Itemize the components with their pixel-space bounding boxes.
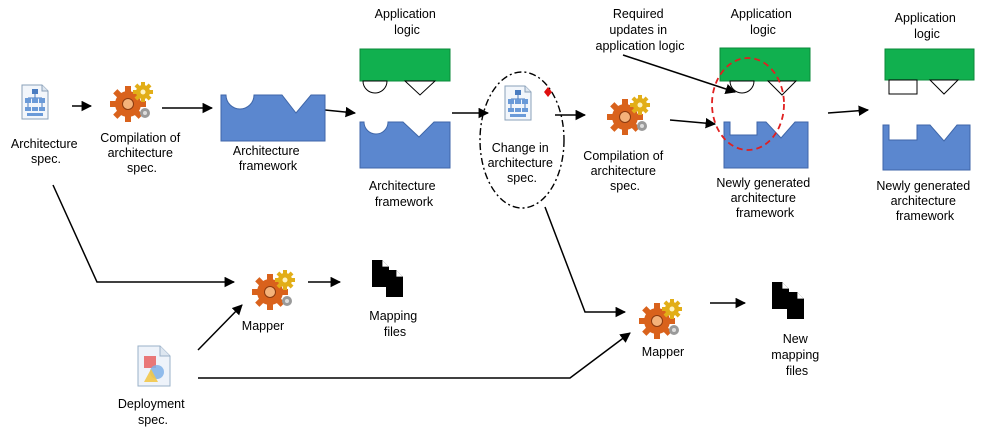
arrow-deploy-to-mapper bbox=[197, 304, 243, 351]
file-icon-2 bbox=[385, 269, 404, 298]
architecture-spec-icon bbox=[21, 84, 49, 120]
mapper-gear-icon-2 bbox=[638, 298, 683, 340]
change-marker-icon bbox=[544, 87, 552, 97]
label-mapper-2: Mapper bbox=[642, 345, 684, 359]
label-application-logic-2: Application logic bbox=[731, 7, 796, 37]
arrow-framework-to-app bbox=[324, 106, 357, 118]
label-mapping-files: Mapping files bbox=[369, 309, 420, 339]
new-framework-block bbox=[723, 121, 809, 169]
deployment-spec-icon bbox=[137, 345, 171, 387]
arrow-compile-to-newframework bbox=[669, 117, 717, 129]
logic-round-plug bbox=[362, 80, 388, 94]
application-logic-block-3 bbox=[884, 48, 975, 81]
arrow-deploy-to-mapper2 bbox=[198, 332, 631, 379]
label-deployment-spec: Deployment spec. bbox=[118, 397, 188, 427]
label-architecture-spec: Architecture spec. bbox=[11, 137, 81, 166]
label-compilation-2: Compilation of architecture spec. bbox=[583, 149, 666, 193]
file-icon-4 bbox=[786, 291, 805, 320]
changed-spec-icon bbox=[504, 85, 532, 121]
label-application-logic-1: Application logic bbox=[375, 7, 440, 37]
flow-arrows bbox=[52, 54, 870, 379]
label-new-framework-2: Newly generated architecture framework bbox=[876, 179, 973, 223]
logic-round-plug-2 bbox=[729, 80, 755, 94]
architecture-framework-block bbox=[220, 94, 326, 142]
arrow-required-updates bbox=[622, 54, 736, 95]
label-architecture-framework-2: Architecture framework bbox=[369, 179, 439, 209]
mapper-gear-icon bbox=[251, 269, 296, 311]
final-framework-block bbox=[882, 124, 971, 171]
label-mapper-1: Mapper bbox=[242, 319, 284, 333]
gear-icon bbox=[109, 81, 154, 123]
label-new-framework-1: Newly generated architecture framework bbox=[716, 176, 813, 220]
arrow-spec-to-mapper bbox=[52, 184, 236, 288]
label-change-in-spec: Change in architecture spec. bbox=[488, 141, 557, 185]
application-logic-block bbox=[359, 48, 451, 82]
file-icon-3 bbox=[771, 281, 790, 310]
architecture-framework-block-2 bbox=[359, 121, 451, 169]
label-new-mapping-files: New mapping files bbox=[771, 332, 822, 378]
label-compilation-1: Compilation of architecture spec. bbox=[100, 131, 183, 175]
gear-icon-2 bbox=[606, 94, 651, 136]
change-highlight-ellipse bbox=[479, 71, 565, 209]
logic-triangle-plug bbox=[403, 80, 437, 96]
logic-square-plug bbox=[888, 79, 918, 95]
label-architecture-framework-1: Architecture framework bbox=[233, 144, 303, 173]
mismatch-highlight-ellipse bbox=[711, 57, 785, 151]
arrow-newframework-to-final bbox=[827, 105, 870, 116]
label-required-updates: Required updates in application logic bbox=[596, 7, 685, 53]
label-application-logic-3: Application logic bbox=[895, 11, 960, 41]
arrow-change-to-mapper2 bbox=[544, 206, 627, 318]
logic-triangle-plug-3 bbox=[928, 79, 960, 95]
